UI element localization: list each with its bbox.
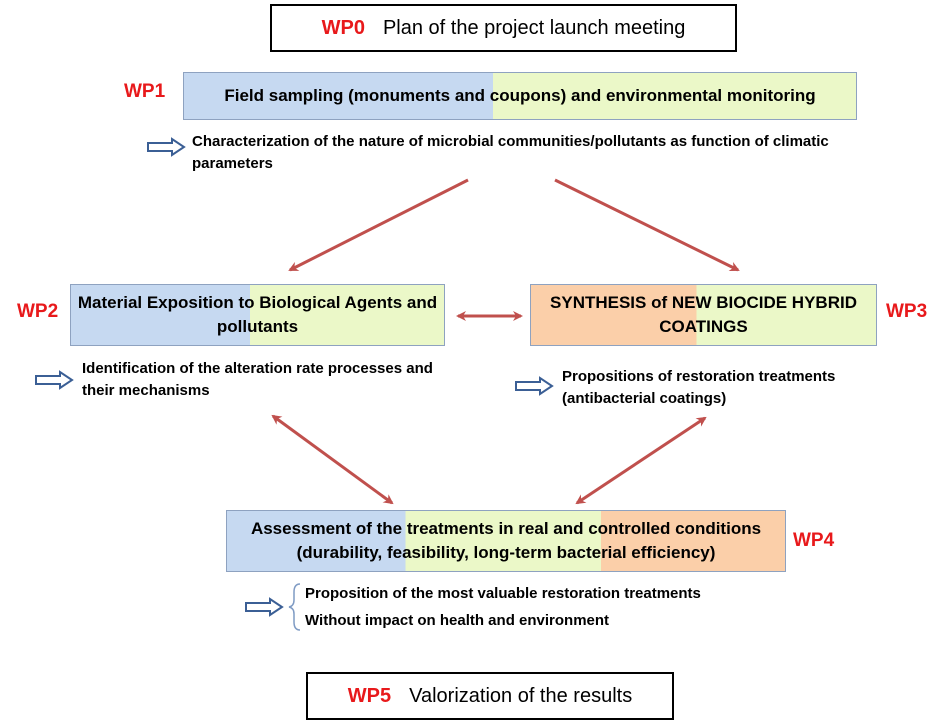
wp2-box-text: Material Exposition to Biological Agents… [77,293,438,336]
arrow-wp1-to-wp3 [554,178,740,272]
wp3-outcome: Propositions of restoration treatments (… [562,368,836,407]
wp0-label: WP0 [321,16,365,39]
hollow-right-arrow-icon [35,370,74,390]
wp4-box: Assessment of the treatments in real and… [226,510,786,572]
wp0-box: WP0 Plan of the project launch meeting [270,4,737,52]
arrow-wp3-wp4 [575,416,707,505]
wp5-title: Valorization of the results [409,684,633,707]
wp0-title: Plan of the project launch meeting [382,16,686,39]
wp1-label: WP1 [124,81,166,102]
hollow-right-arrow-icon [245,597,284,617]
wp5-box: WP5 Valorization of the results [306,672,674,720]
wp4-box-text: Assessment of the treatments in real and… [250,519,762,562]
wp1-box: Field sampling (monuments and coupons) a… [183,72,857,120]
wp5-label: WP5 [347,684,392,707]
wp3-box-text: SYNTHESIS of NEW BIOCIDE HYBRID COATINGS [550,293,857,336]
wp1-box-text: Field sampling (monuments and coupons) a… [224,86,816,105]
wp2-outcome: Identification of the alteration rate pr… [82,360,433,399]
wp2-box: Material Exposition to Biological Agents… [70,284,445,346]
hollow-right-arrow-icon [147,137,186,157]
hollow-right-arrow-icon [515,376,554,396]
wp1-outcome: Characterization of the nature of microb… [192,133,829,172]
arrow-wp1-to-wp2 [288,178,469,272]
wp4-outcome-1: Proposition of the most valuable restora… [305,585,701,602]
wp2-label: WP2 [17,301,59,322]
wp3-label: WP3 [886,301,928,322]
arrow-wp2-wp4 [271,414,394,505]
brace-icon [288,583,301,631]
wp4-outcome-2: Without impact on health and environment [305,612,610,629]
wp4-label: WP4 [793,530,835,551]
wp3-box: SYNTHESIS of NEW BIOCIDE HYBRID COATINGS [530,284,877,346]
